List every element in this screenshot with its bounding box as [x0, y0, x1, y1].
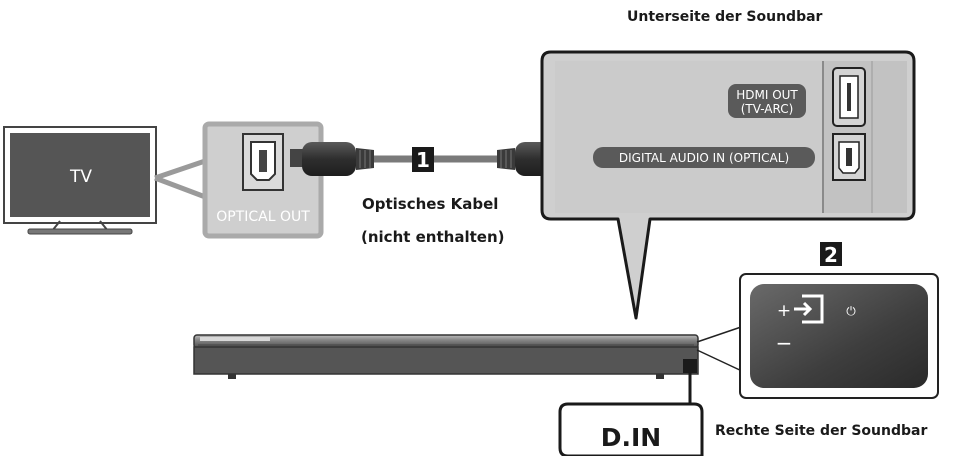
tv-callout [154, 157, 209, 201]
volume-up-icon: + [777, 301, 791, 321]
soundbar-foot-left [228, 374, 236, 379]
underside-panel [540, 50, 916, 320]
volume-down-icon: − [776, 331, 793, 355]
digital-audio-pill [593, 147, 815, 168]
optical-cable [290, 142, 581, 176]
cable-left-tip [290, 149, 304, 167]
step-2-badge [820, 242, 842, 266]
soundbar-foot-right [656, 374, 664, 379]
right-side-title: Rechte Seite der Soundbar [715, 423, 928, 439]
hdmi-out-pill [728, 84, 806, 118]
hdmi-out-label-line2: (TV-ARC) [741, 102, 794, 116]
cable-label-line1: Optisches Kabel [362, 195, 499, 213]
d-in-label: D.IN [601, 423, 661, 452]
tv-label: TV [69, 167, 92, 187]
underside-title: Unterseite der Soundbar [627, 9, 823, 25]
tv-screen [10, 133, 150, 217]
source-input-icon [794, 294, 824, 324]
soundbar [193, 334, 699, 379]
tv [3, 126, 157, 235]
right-side-panel [739, 273, 939, 399]
d-in-port-marker [683, 359, 697, 373]
d-in-box [558, 402, 704, 456]
step-1-number: 1 [416, 148, 430, 172]
optical-out-label: OPTICAL OUT [216, 209, 310, 225]
digital-audio-in-label: DIGITAL AUDIO IN (OPTICAL) [619, 151, 789, 165]
hdmi-out-label-line1: HDMI OUT [736, 88, 798, 102]
soundbar-front [193, 346, 699, 375]
right-side-callout-lines [696, 325, 745, 373]
cable-label-line2: (nicht enthalten) [361, 228, 505, 246]
power-icon: ⏻ [846, 304, 856, 318]
soundbar-logo [200, 337, 270, 341]
cable-left-plug [302, 142, 356, 176]
step-1-badge [412, 147, 434, 172]
tv-stand-base [27, 228, 133, 235]
step-2-number: 2 [824, 243, 838, 267]
soundbar-top [193, 334, 699, 349]
